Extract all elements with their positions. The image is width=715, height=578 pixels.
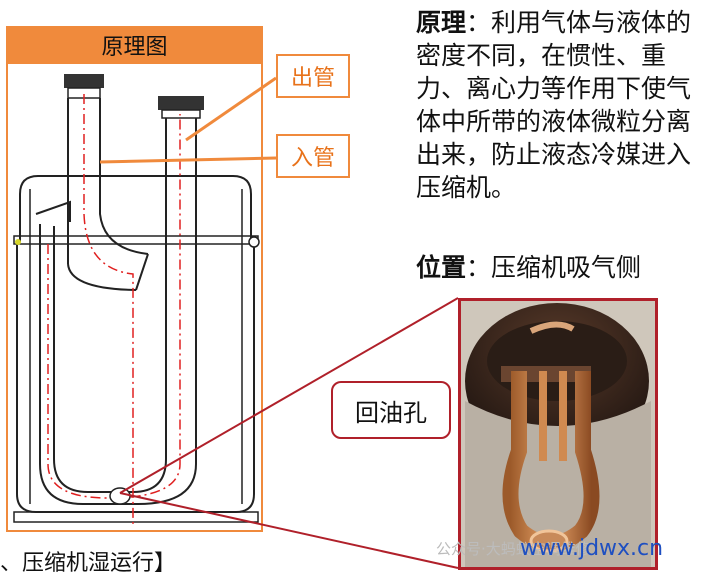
outlet-pipe-label: 出管	[276, 54, 350, 98]
inlet-pipe-label: 入管	[276, 134, 350, 178]
position-body: ：压缩机吸气侧	[466, 253, 642, 282]
position-text: 位置：压缩机吸气侧	[416, 248, 641, 284]
watermark-gray: 公众号·大蚂蚁空调维修	[436, 540, 591, 558]
principle-heading: 原理	[416, 8, 467, 37]
accumulator-schematic	[13, 74, 260, 524]
accumulator-photo	[458, 298, 658, 570]
watermark-site: www.jdwx.cn	[520, 536, 664, 561]
principle-body: ：利用气体与液体的密度不同，在惯性、重力、离心力等作用下使气体中所带的液体微粒分…	[416, 8, 692, 202]
diagram-panel	[6, 62, 263, 532]
position-heading: 位置	[416, 253, 467, 282]
diagram-title: 原理图	[6, 26, 263, 64]
caption-text: 、压缩机湿运行】	[0, 551, 177, 576]
photo-illustration	[461, 301, 655, 567]
oil-return-hole-label: 回油孔	[331, 381, 451, 439]
principle-text: 原理：利用气体与液体的密度不同，在惯性、重力、离心力等作用下使气体中所带的液体微…	[416, 6, 712, 204]
